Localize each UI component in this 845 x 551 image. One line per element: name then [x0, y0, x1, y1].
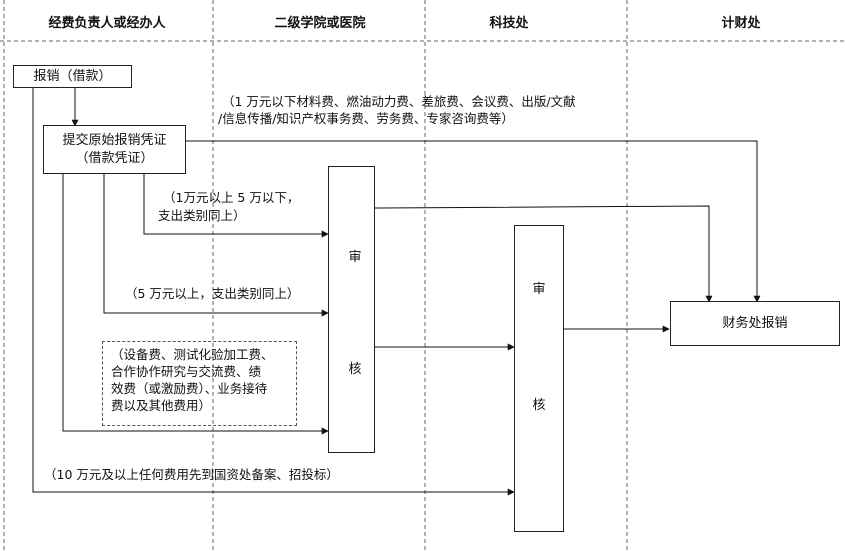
note-10k-50k-2: 支出类别同上） [158, 208, 246, 223]
sci-review-char-bottom: 核 [532, 398, 546, 413]
finance-reimburse-box: 财务处报销 [670, 301, 840, 346]
lane-title-applicant: 经费负责人或经办人 [48, 16, 166, 31]
lane-title-college: 二级学院或医院 [274, 16, 366, 31]
note-over-50k: （5 万元以上，支出类别同上） [125, 286, 300, 301]
arrow-college-to-finance [373, 205, 713, 303]
note-over-100k: （10 万元及以上任何费用先到国资处备案、招投标） [44, 467, 339, 482]
note-other-costs-2: 合作协作研究与交流费、绩 [111, 364, 262, 379]
arrow-over-50k [103, 174, 329, 317]
finance-reimburse-label: 财务处报销 [722, 315, 788, 331]
note-other-costs-3: 效费（或激励费）、业务接待 [111, 381, 268, 396]
sci-review-box [514, 225, 564, 532]
arrow-10k-50k [143, 174, 329, 238]
college-review-char-top: 审 [348, 250, 362, 265]
lane-title-sci: 科技处 [489, 16, 529, 31]
college-review-char-bottom: 核 [348, 362, 362, 377]
submit-voucher-label-2: （借款凭证） [75, 150, 154, 166]
submit-voucher-label-1: 提交原始报销凭证 [62, 132, 167, 148]
note-other-costs-4: 费以及其他费用） [111, 398, 212, 413]
note-other-costs: （设备费、测试化验加工费、 合作协作研究与交流费、绩 效费（或激励费）、业务接待… [102, 341, 297, 426]
note-10k-50k-1: （1万元以上 5 万以下， [163, 190, 300, 205]
arrow-over-100k [32, 87, 515, 496]
college-review-box [328, 166, 375, 453]
reimburse-box: 报销（借款） [13, 65, 132, 88]
reimburse-label: 报销（借款） [33, 68, 112, 84]
sci-review-char-top: 审 [532, 282, 546, 297]
arrow-under-10k [186, 140, 761, 303]
lane-title-finance: 计财处 [721, 16, 761, 31]
submit-voucher-box: 提交原始报销凭证 （借款凭证） [43, 125, 186, 174]
note-under-10k-2: /信息传播/知识产权事务费、劳务费、专家咨询费等） [218, 111, 514, 126]
arrow-other-costs [62, 174, 329, 435]
note-other-costs-1: （设备费、测试化验加工费、 [111, 347, 274, 362]
note-under-10k-1: （1 万元以下材料费、燃油动力费、差旅费、会议费、出版/文献 [222, 94, 576, 109]
